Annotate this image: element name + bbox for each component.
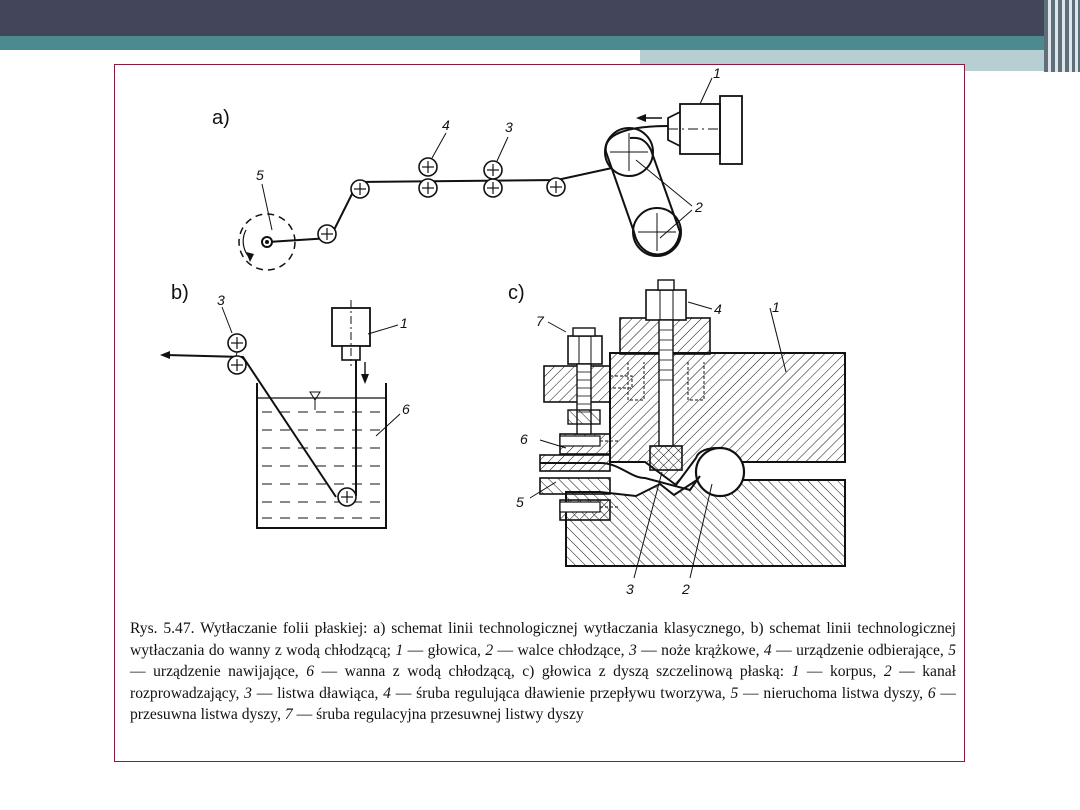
caption-text: — przesuwna listwa dyszy, xyxy=(130,684,956,724)
slide-accent-gap xyxy=(0,50,640,64)
caption-num: 7 xyxy=(284,706,293,723)
caption-text: — nieruchoma listwa dyszy, xyxy=(738,684,928,702)
caption-text: — wanna z wodą chłodzącą, c) głowica z d… xyxy=(314,663,792,680)
caption-num: 3 xyxy=(244,684,252,702)
label-c-2: 2 xyxy=(681,581,690,597)
caption-text: — noże krążkowe, xyxy=(636,641,764,659)
caption-num: 1 xyxy=(395,641,404,659)
label-c-3: 3 xyxy=(626,581,634,597)
extruder-head xyxy=(667,95,743,165)
caption-text: — listwa dławiąca, xyxy=(251,684,384,702)
label-a-4: 4 xyxy=(442,117,450,133)
label-c-1: 1 xyxy=(772,299,780,315)
caption-num: 4 xyxy=(383,684,391,702)
caption-num: 2 xyxy=(485,641,494,659)
slide-accent-bar xyxy=(0,36,1080,50)
label-a-2: 2 xyxy=(694,199,703,215)
panel-c-label: c) xyxy=(508,282,525,304)
caption-text: — urządzenie odbierające, xyxy=(771,641,949,659)
caption-num: 3 xyxy=(628,641,637,659)
figure-caption: Rys. 5.47. Wytłaczanie folii płaskiej: a… xyxy=(130,618,956,726)
label-c-5: 5 xyxy=(516,494,524,510)
caption-text: Rys. 5.47. Wytłaczanie folii płaskiej: a… xyxy=(130,620,956,659)
caption-text: — kanał rozprowadzający, xyxy=(130,663,957,702)
caption-num: 1 xyxy=(791,663,800,680)
caption-text: — urządzenie nawijające, xyxy=(130,663,307,680)
panel-b-label: b) xyxy=(171,282,189,304)
caption-text: — głowica, xyxy=(403,641,486,659)
caption-num: 5 xyxy=(730,684,739,702)
caption-text: — korpus, xyxy=(799,663,884,680)
label-c-4: 4 xyxy=(714,301,722,317)
label-c-6: 6 xyxy=(520,431,528,447)
slide-header-bar xyxy=(0,0,1080,36)
caption-num: 5 xyxy=(948,641,956,659)
slide-corner-stripes xyxy=(1044,0,1080,72)
panel-c: c) 7 xyxy=(508,279,846,597)
caption-num: 6 xyxy=(306,663,314,680)
label-b-6: 6 xyxy=(402,401,410,417)
label-a-3: 3 xyxy=(505,119,513,135)
panel-a: a) 1 2 4 3 xyxy=(212,65,743,271)
panel-b: b) 1 3 6 xyxy=(160,282,410,529)
caption-text: — walce chłodzące, xyxy=(493,641,629,659)
label-b-3: 3 xyxy=(217,292,225,308)
label-a-5: 5 xyxy=(256,167,264,183)
caption-text: — śruba regulacyjna przesuwnej listwy dy… xyxy=(292,706,584,723)
label-b-1: 1 xyxy=(400,315,408,331)
caption-num: 2 xyxy=(883,663,892,680)
label-a-1: 1 xyxy=(713,65,721,81)
panel-a-label: a) xyxy=(212,107,230,129)
caption-num: 4 xyxy=(763,641,772,659)
label-c-7: 7 xyxy=(536,313,545,329)
caption-text: — śruba regulująca dławienie przepływu t… xyxy=(390,684,731,702)
caption-num: 6 xyxy=(927,684,936,702)
